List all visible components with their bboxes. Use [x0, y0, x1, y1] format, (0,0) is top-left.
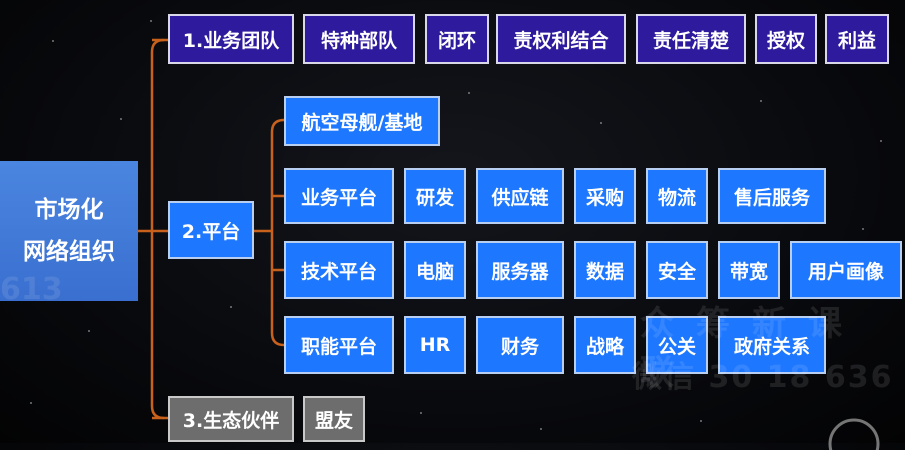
- branch1-item: 闭环: [425, 14, 489, 64]
- branch3-label: 3.生态伙伴: [168, 396, 294, 442]
- branch1-label: 1.业务团队: [168, 14, 294, 64]
- branch1-item: 授权: [755, 14, 817, 64]
- platform-item: 售后服务: [718, 168, 826, 224]
- platform-row-label: 业务平台: [284, 168, 394, 224]
- branch2-base: 航空母舰/基地: [284, 96, 440, 146]
- platform-row-label: 技术平台: [284, 241, 394, 299]
- platform-item: 服务器: [476, 241, 564, 299]
- platform-item: 研发: [404, 168, 466, 224]
- platform-item: 战略: [574, 316, 636, 374]
- root-line1: 市场化: [34, 197, 104, 223]
- platform-item: 采购: [574, 168, 636, 224]
- root-line2: 网络组织: [23, 239, 115, 265]
- platform-item: 安全: [646, 241, 708, 299]
- platform-item: 物流: [646, 168, 708, 224]
- platform-item: 数据: [574, 241, 636, 299]
- platform-item: 政府关系: [718, 316, 826, 374]
- platform-item: 财务: [476, 316, 564, 374]
- platform-item: 供应链: [476, 168, 564, 224]
- circle-watermark-icon: [828, 418, 880, 450]
- branch2-label: 2.平台: [168, 201, 254, 259]
- platform-item: HR: [404, 316, 466, 374]
- branch1-item: 责任清楚: [636, 14, 746, 64]
- platform-item: 公关: [646, 316, 708, 374]
- platform-row-label: 职能平台: [284, 316, 394, 374]
- platform-item: 用户画像: [790, 241, 902, 299]
- root-node: 市场化 网络组织: [0, 161, 138, 301]
- branch3-item: 盟友: [303, 396, 365, 442]
- branch1-item: 特种部队: [303, 14, 415, 64]
- branch1-item: 利益: [825, 14, 889, 64]
- branch1-item: 责权利结合: [496, 14, 626, 64]
- platform-item: 带宽: [718, 241, 780, 299]
- platform-item: 电脑: [404, 241, 466, 299]
